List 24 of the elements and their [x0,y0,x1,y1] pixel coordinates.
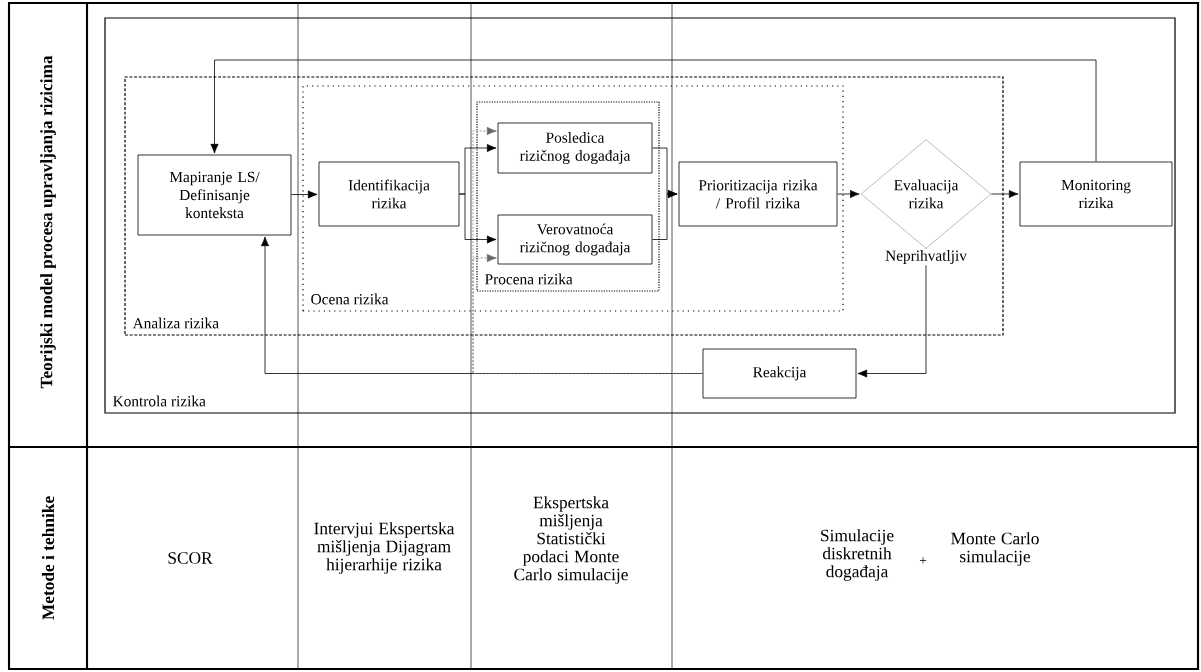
plus-sign: + [919,557,927,564]
process-box: Identifikacija rizika [318,161,460,227]
table-cell: Intervjui Ekspertska mišljenja Dijagram hijerarhije rizika [314,522,455,574]
process-box: Verovatnoća rizičnog događaja [497,214,653,265]
table-cell: SCOR [168,552,213,564]
arrow [837,190,860,198]
arrow [652,190,678,240]
arrow [291,190,318,199]
arrow [472,253,703,374]
arrow [210,59,1097,162]
process-box: Mapiranje LS/ Definisanje konteksta [137,154,292,236]
process-box: Posledica rizičnog događaja [497,122,653,174]
arrow [261,236,703,374]
row-header: Teorijski model procesa upravljanja rizicima [40,55,56,389]
arrow [459,193,497,244]
process-box: Prioritizacija rizika / Profil rizika [678,161,838,227]
table-cell: Ekspertska mišljenja Statistički podaci Monte Carlo simulacije [514,496,628,584]
process-box: Monitoring rizika [1019,161,1173,227]
edge-label: Neprihvatljiv [883,248,969,266]
process-box: Reakcija [702,348,857,399]
row-header: Metode i tehnike [41,496,55,620]
arrow [990,190,1019,198]
table-cell: Simulacije diskretnih događaja [821,529,894,581]
table-cell: Monte Carlo simulacije [951,532,1039,566]
